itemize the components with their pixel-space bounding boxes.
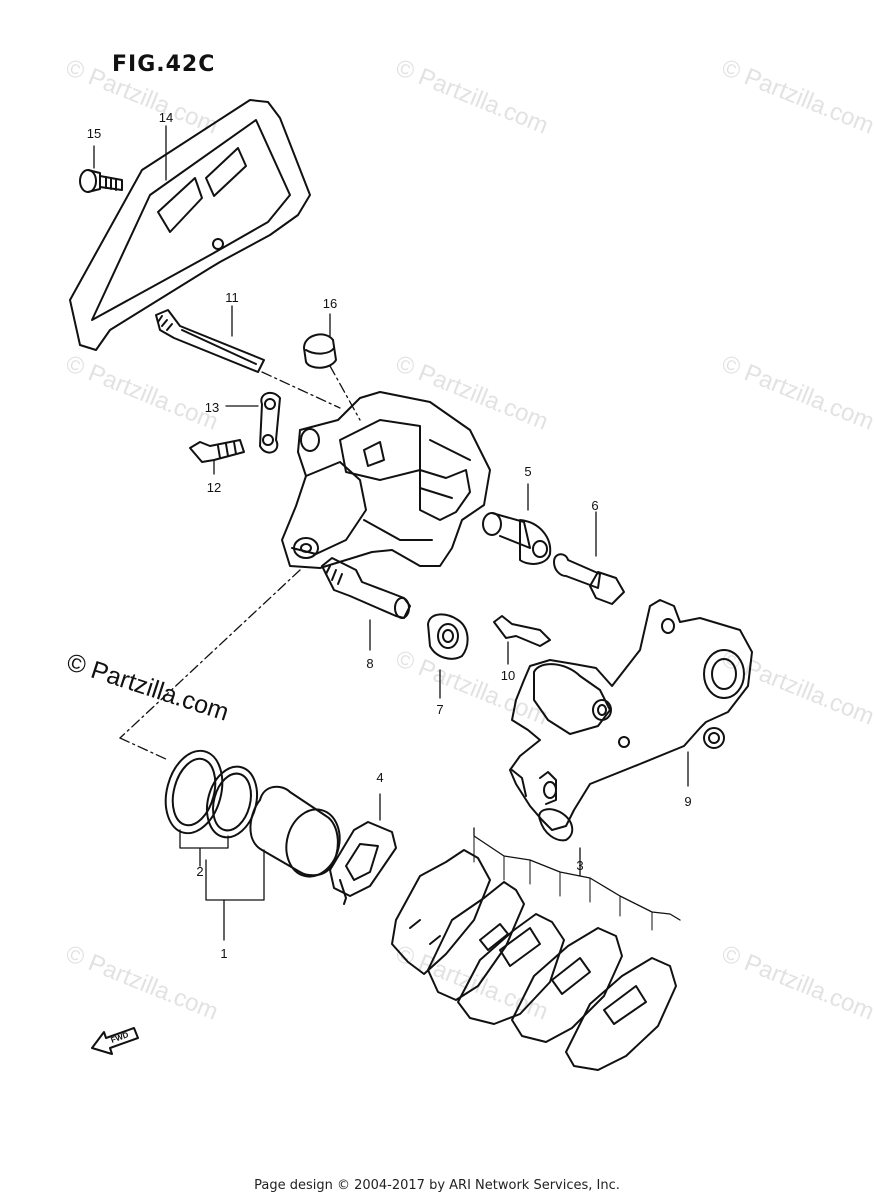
callout-1: 1: [220, 946, 228, 961]
sleeve-part-5: [482, 483, 552, 565]
callout-9: 9: [684, 794, 692, 809]
callout-8: 8: [366, 656, 374, 671]
callout-13: 13: [204, 400, 220, 415]
bolt-part-15: [79, 169, 123, 193]
callout-16: 16: [322, 296, 338, 311]
seal-part-2: [164, 749, 258, 867]
callout-3: 3: [576, 858, 584, 873]
caliper-body: [281, 391, 491, 569]
number-leaders: [93, 125, 331, 337]
chain-guard-part-14: [69, 99, 311, 351]
callout-15: 15: [86, 126, 102, 141]
callout-14: 14: [158, 110, 174, 125]
figure-title: FIG.42C: [112, 52, 216, 77]
shim-part-4: [329, 793, 397, 905]
clip-part-10: [493, 615, 551, 665]
callout-10: 10: [500, 668, 516, 683]
bracket-part-9: [509, 599, 753, 842]
callout-6: 6: [591, 498, 599, 513]
callout-2: 2: [196, 864, 204, 879]
callout-4: 4: [376, 770, 384, 785]
callout-5: 5: [524, 464, 532, 479]
bleeder-part-12: [189, 439, 245, 475]
pin-part-11: [155, 309, 265, 373]
page-footer: Page design © 2004-2017 by ARI Network S…: [254, 1178, 620, 1193]
callout-7: 7: [436, 702, 444, 717]
callout-11: 11: [225, 290, 239, 305]
cap-part-16: [303, 333, 337, 369]
callout-12: 12: [206, 480, 222, 495]
leader-lines: [119, 365, 361, 761]
boot-part-7: [427, 613, 469, 699]
brake-pads-part-3: [391, 827, 681, 1071]
bolt-part-6: [553, 511, 625, 605]
forward-arrow-icon: FWD: [90, 1026, 140, 1061]
slide-pin-part-8: [321, 557, 411, 651]
washer-part-13: [225, 391, 281, 454]
piston-part-1: [205, 785, 341, 941]
